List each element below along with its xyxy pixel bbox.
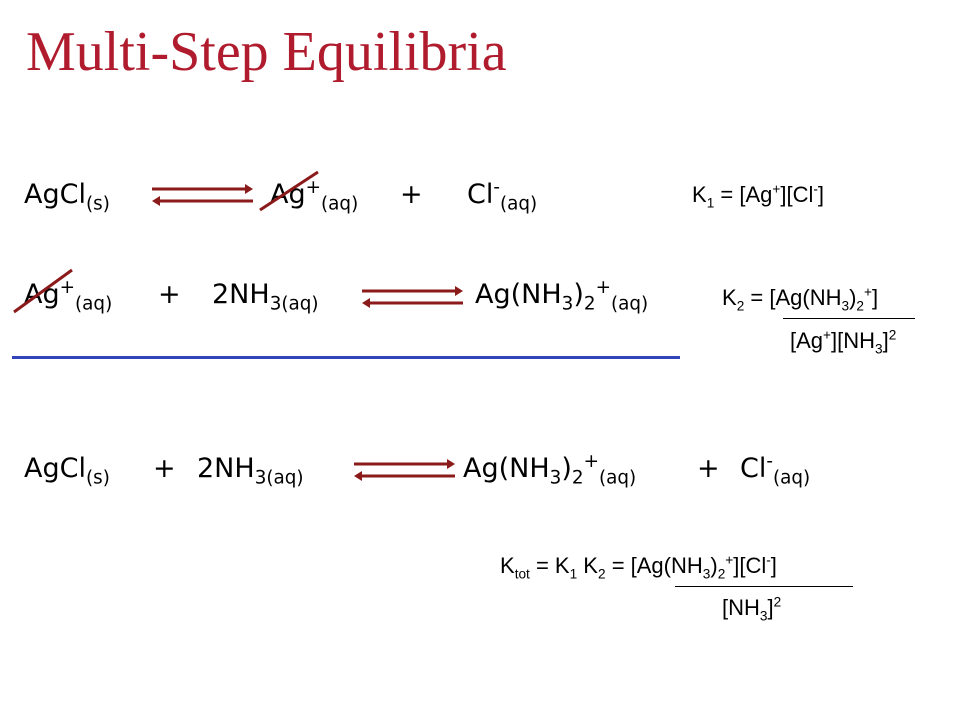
k2-denominator: [Ag+][NH3]2	[790, 327, 897, 357]
equilibrium-arrows-icon	[354, 459, 455, 481]
ktot-fraction-bar	[675, 586, 853, 587]
reaction-2-plus: +	[158, 279, 181, 310]
reaction-3-plus-1: +	[153, 453, 176, 484]
cancel-strike-icon	[259, 170, 319, 212]
reaction-2-reactant-silver-ion: Ag+(aq)	[24, 277, 113, 315]
equilibrium-arrows-icon	[362, 286, 463, 308]
reaction-1-reactant: AgCl(s)	[24, 179, 110, 215]
reaction-2-product-complex: Ag(NH3)2+(aq)	[475, 277, 649, 315]
reaction-3-product-complex: Ag(NH3)2+(aq)	[463, 451, 637, 489]
reaction-3-reactant-ammonia: 2NH3(aq)	[197, 453, 304, 489]
k2-numerator: K2 = [Ag(NH3)2+]	[722, 284, 879, 314]
reaction-1-product-chloride: Cl-(aq)	[467, 177, 538, 215]
reaction-3-product-chloride: Cl-(aq)	[740, 451, 811, 489]
equilibrium-arrows-icon	[152, 184, 253, 206]
reaction-3-reactant-silver-chloride: AgCl(s)	[24, 453, 110, 489]
ktot-denominator: [NH3]2	[722, 594, 782, 624]
cancel-strike-icon	[13, 268, 73, 314]
sum-divider	[12, 356, 680, 359]
k2-fraction-bar	[783, 318, 915, 319]
reaction-1-plus: +	[400, 179, 423, 210]
ktot-numerator: Ktot = K1 K2 = [Ag(NH3)2+][Cl-]	[500, 552, 777, 582]
slide-title: Multi-Step Equilibria	[26, 21, 507, 83]
reaction-2-reactant-ammonia: 2NH3(aq)	[212, 279, 319, 315]
reaction-3-plus-2: +	[697, 453, 720, 484]
k1-expression: K1 = [Ag+][Cl-]	[692, 181, 825, 211]
